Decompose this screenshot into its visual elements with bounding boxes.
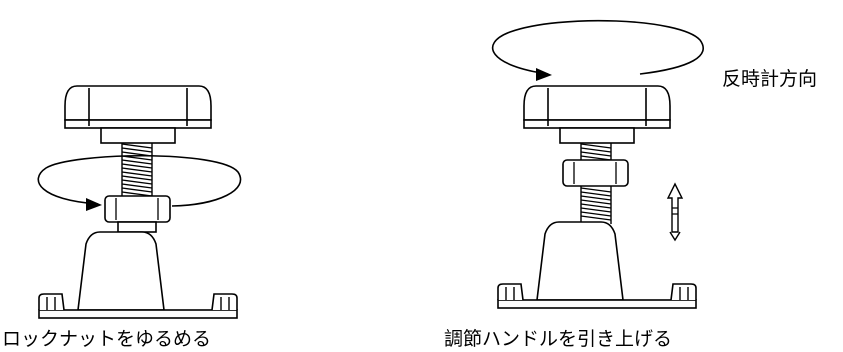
caption-loosen-locknut: ロックナットをゆるめる — [2, 328, 212, 350]
threaded-screw — [580, 142, 612, 224]
up-arrow-icon — [666, 182, 684, 242]
caption-raise-handle: 調節ハンドルを引き上げる — [444, 328, 673, 350]
base-foot — [38, 231, 238, 319]
lock-nut — [562, 159, 629, 187]
rotation-arrow-icon — [37, 154, 242, 211]
adjusting-knob — [64, 85, 212, 144]
counterclockwise-arrow-icon — [491, 19, 704, 81]
figure-loosen-locknut — [37, 85, 242, 319]
threaded-screw — [121, 142, 153, 197]
lock-nut — [104, 195, 171, 223]
label-counterclockwise: 反時計方向 — [722, 68, 818, 90]
base-foot — [497, 221, 697, 309]
figure-raise-handle — [491, 19, 704, 309]
adjusting-knob — [523, 85, 671, 144]
